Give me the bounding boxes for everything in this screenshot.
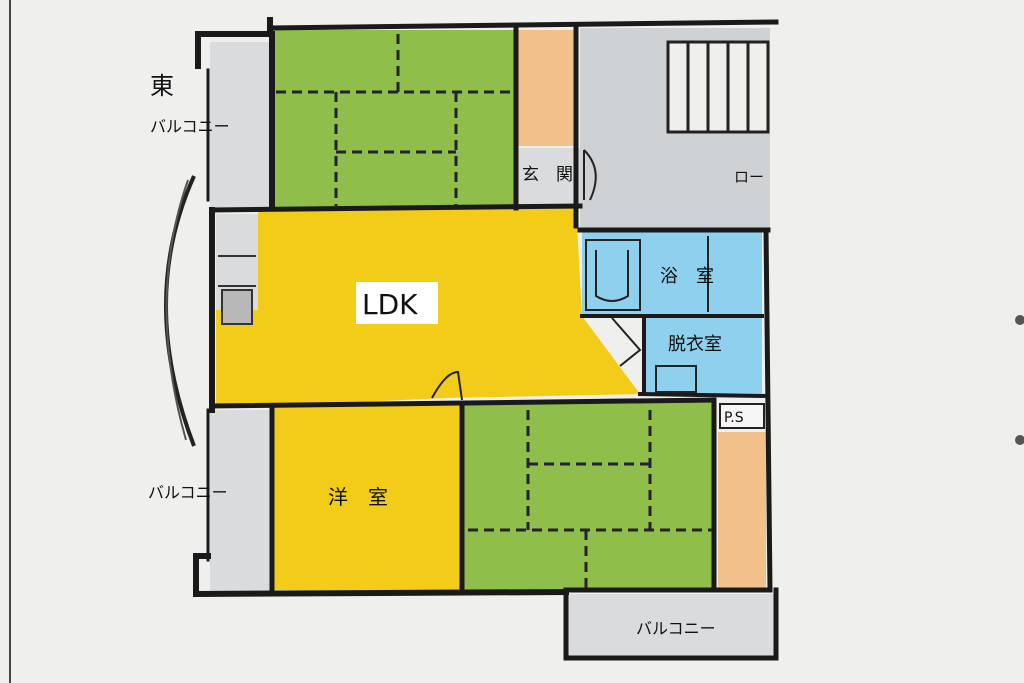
tatami-lines-south (468, 410, 712, 588)
tatami-room-south (464, 402, 714, 590)
binder-hole (1015, 315, 1024, 325)
dressing-room (646, 316, 762, 394)
balcony-east (210, 42, 272, 208)
walls (192, 17, 779, 661)
label-balcony-south: バルコニー (636, 619, 716, 638)
binder-hole (1015, 435, 1024, 445)
storage-north (518, 30, 574, 146)
label-ldk: LDK (362, 288, 418, 321)
ps-box (719, 403, 765, 429)
closet-shelves (218, 255, 256, 325)
stairs (666, 40, 770, 134)
door-swings (431, 149, 642, 401)
western-room (274, 406, 462, 590)
label-hall: ロー (734, 168, 764, 186)
bath-fixtures (585, 236, 709, 393)
label-genkan: 玄 関 (522, 165, 573, 185)
bay-window-arc-inner (165, 179, 189, 441)
label-western-room: 洋 室 (328, 485, 388, 509)
label-balcony-east: バルコニー (150, 117, 230, 136)
label-bath: 浴 室 (660, 266, 714, 287)
balcony-south (568, 594, 774, 656)
label-east: 東 (150, 72, 174, 100)
tatami-room-north (272, 30, 516, 208)
label-dressing: 脱衣室 (668, 334, 722, 355)
label-balcony-west: バルコニー (148, 483, 228, 502)
storage-south (718, 432, 766, 588)
tatami-lines-north (276, 34, 512, 206)
label-ps: P.S (724, 410, 744, 426)
genkan-area (518, 148, 580, 208)
balcony-west (210, 410, 272, 592)
ldk-label-box (356, 282, 438, 324)
